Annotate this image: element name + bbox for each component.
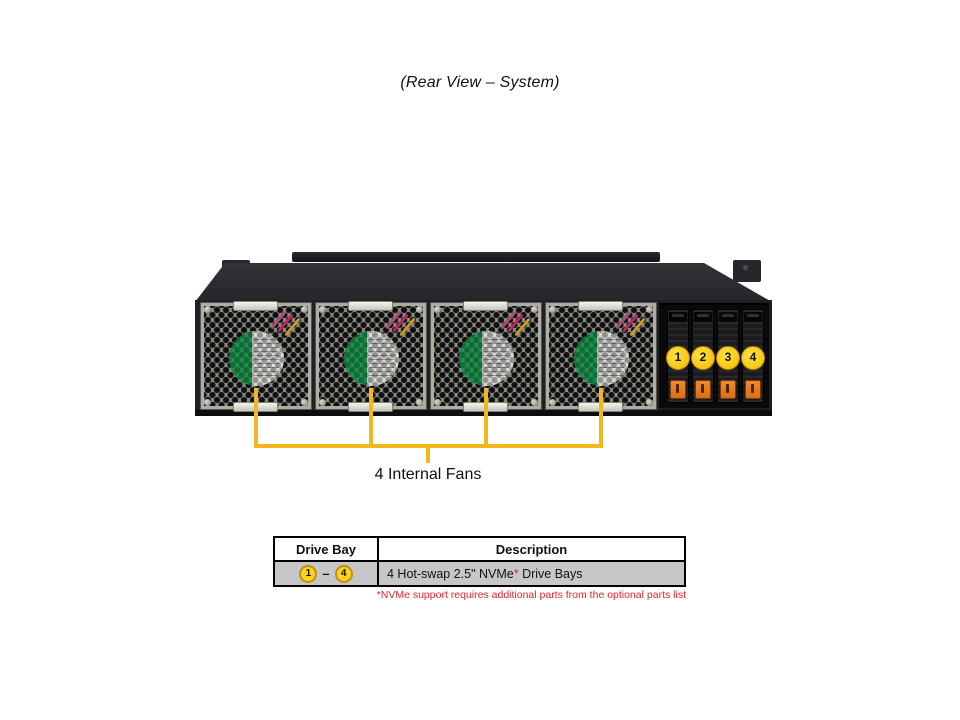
bay-number-badge: 1	[299, 564, 318, 583]
callout-line-stem	[426, 448, 430, 463]
callout-line-fan-4	[599, 388, 603, 448]
screw-icon	[549, 399, 556, 406]
tray-handle	[669, 312, 687, 322]
tray-handle	[719, 312, 737, 322]
screw-icon	[204, 306, 211, 313]
chassis-top-rim	[292, 252, 660, 262]
header-drive-bay: Drive Bay	[275, 538, 379, 560]
screw-icon	[646, 399, 653, 406]
fan-grille	[319, 306, 423, 406]
bay-range-cell: 1 – 4	[275, 562, 379, 585]
fan-latch-top	[578, 301, 623, 311]
screw-icon	[204, 399, 211, 406]
fan-hub-label	[344, 331, 399, 386]
screw-icon	[646, 306, 653, 313]
table-data-row: 1 – 4 4 Hot-swap 2.5" NVMe * Drive Bays	[273, 562, 686, 587]
nvme-footnote: *NVMe support requires additional parts …	[376, 589, 686, 601]
drive-tray-4: 4	[741, 309, 765, 403]
description-text-tail: Drive Bays	[518, 566, 583, 581]
callout-line-fan-3	[484, 388, 488, 448]
description-asterisk: *	[513, 566, 519, 581]
callout-line-fan-1	[254, 388, 258, 448]
chassis-bottom-edge	[195, 410, 772, 416]
screw-icon	[319, 306, 326, 313]
screw-icon	[531, 399, 538, 406]
screw-icon	[301, 399, 308, 406]
fan-hub-label	[459, 331, 514, 386]
screw-icon	[416, 399, 423, 406]
bay-number-badge: 3	[716, 346, 740, 370]
tray-latch-button	[745, 380, 761, 399]
bay-number-badge: 4	[741, 346, 765, 370]
tray-latch-button	[720, 380, 736, 399]
fan-latch-top	[233, 301, 278, 311]
drive-tray-3: 3	[716, 309, 740, 403]
screw-icon	[301, 306, 308, 313]
screw-icon	[549, 306, 556, 313]
fan-callout-label: 4 Internal Fans	[374, 466, 482, 483]
description-cell: 4 Hot-swap 2.5" NVMe * Drive Bays	[379, 562, 684, 585]
tray-handle	[744, 312, 762, 322]
fan-hub-label	[229, 331, 284, 386]
range-dash: –	[322, 566, 330, 581]
screw-icon	[434, 306, 441, 313]
tray-handle	[694, 312, 712, 322]
screw-icon	[319, 399, 326, 406]
screw-icon	[531, 306, 538, 313]
fan-latch-top	[463, 301, 508, 311]
description-text: 4 Hot-swap 2.5" NVMe	[387, 566, 514, 581]
tray-latch-button	[695, 380, 711, 399]
drive-tray-2: 2	[691, 309, 715, 403]
bay-number-badge: 4	[334, 564, 353, 583]
drive-tray-1: 1	[666, 309, 690, 403]
chassis-top-bevel	[195, 263, 772, 302]
bay-number-badge: 2	[691, 346, 715, 370]
bay-number-badge: 1	[666, 346, 690, 370]
fan-hub-label	[574, 331, 629, 386]
callout-line-horizontal	[254, 444, 603, 448]
screw-icon	[434, 399, 441, 406]
table-header-row: Drive Bay Description	[273, 536, 686, 562]
screw-icon	[416, 306, 423, 313]
figure-caption: (Rear View – System)	[400, 74, 560, 91]
tray-latch-button	[670, 380, 686, 399]
fan-latch-top	[348, 301, 393, 311]
rack-ear-right	[733, 260, 761, 282]
fan-module-1	[200, 301, 312, 412]
drive-bay-spec-table: Drive Bay Description 1 – 4 4 Hot-swap 2…	[273, 536, 686, 601]
callout-line-fan-2	[369, 388, 373, 448]
header-description: Description	[495, 541, 568, 557]
